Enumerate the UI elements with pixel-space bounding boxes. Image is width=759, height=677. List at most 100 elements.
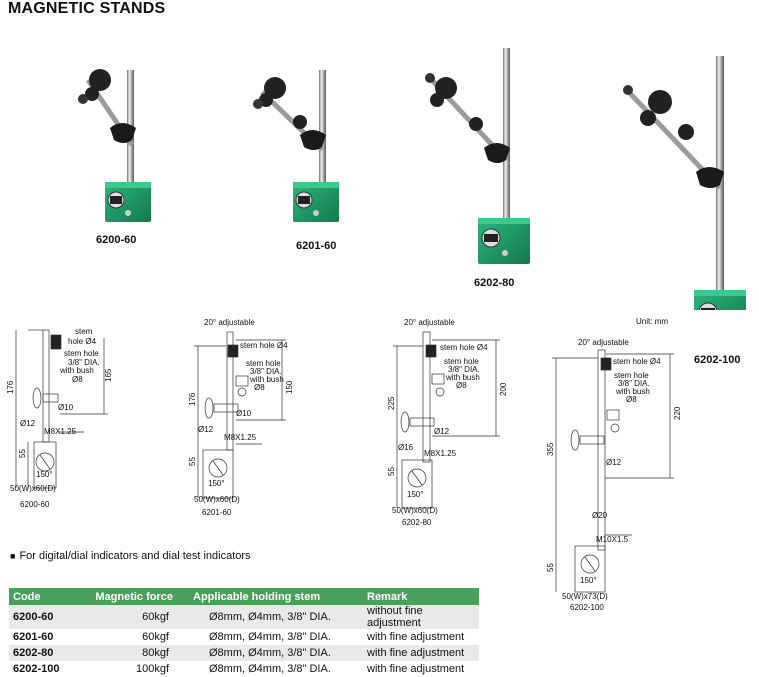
d4-stem-dia-label: 3/8" DIA.	[618, 379, 650, 388]
bullet-icon: ■	[10, 551, 16, 561]
cell-stem: Ø8mm, Ø4mm, 3/8" DIA.	[179, 605, 363, 629]
stand-photo-6200-60	[78, 69, 151, 222]
drawing-6202-100	[552, 349, 674, 593]
d3-adjust-label: 20° adjustable	[404, 318, 455, 327]
usage-note: ■For digital/dial indicators and dial te…	[10, 550, 251, 562]
d4-stem-label: stem hole Ø4	[613, 357, 661, 366]
d4-adjust-label: 20° adjustable	[578, 338, 629, 347]
spec-table: Code Magnetic force Applicable holding s…	[9, 588, 479, 677]
cell-code: 6201-60	[9, 629, 75, 645]
drawing-6200-60	[15, 329, 108, 489]
stand-photo-6202-100	[623, 56, 746, 310]
d2-angle-label: 150°	[208, 479, 225, 488]
cell-remark: with fine adjustment	[363, 645, 479, 661]
photo-label-6202-80: 6202-80	[474, 277, 515, 289]
d1-stem-label: stem	[75, 327, 93, 336]
d2-bush-dia-label: Ø8	[254, 383, 265, 392]
table-row: 6202-80 80kgf Ø8mm, Ø4mm, 3/8" DIA. with…	[9, 645, 479, 661]
photo-label-6202-100: 6202-100	[694, 354, 741, 366]
d1-code-label: 6200-60	[20, 500, 50, 509]
cell-force: 60kgf	[75, 629, 179, 645]
d3-stem-dia-label: 3/8" DIA.	[448, 365, 480, 374]
cell-stem: Ø8mm, Ø4mm, 3/8" DIA.	[179, 661, 363, 677]
d4-angle-label: 150°	[580, 576, 597, 585]
cell-remark: with fine adjustment	[363, 629, 479, 645]
cell-remark: without fine adjustment	[363, 605, 479, 629]
d2-arm-height: 150	[285, 380, 294, 394]
d2-base-height: 55	[188, 457, 197, 466]
d2-rod-dia-label: Ø10	[236, 409, 252, 418]
d2-total-height: 176	[188, 392, 197, 406]
photo-label-6201-60: 6201-60	[296, 240, 337, 252]
d1-bush-label: with bush	[59, 366, 94, 375]
d4-bush-label: with bush	[615, 387, 650, 396]
drawing-6201-60	[194, 331, 286, 499]
d1-total-height: 176	[6, 380, 15, 394]
cell-code: 6202-100	[9, 661, 75, 677]
d4-post-dia-label: Ø20	[592, 511, 608, 520]
cell-force: 100kgf	[75, 661, 179, 677]
d4-stem-hole2-label: stem hole	[614, 371, 649, 380]
stand-photo-6201-60	[253, 70, 339, 222]
d4-code-label: 6202-100	[570, 603, 604, 610]
d2-bush-label: with bush	[249, 375, 284, 384]
d4-thread-label: M10X1.5	[596, 535, 629, 544]
d1-stem-hole2-label: stem hole	[64, 349, 99, 358]
d2-post-dia-label: Ø12	[198, 425, 214, 434]
photo-label-6200-60: 6200-60	[96, 234, 137, 246]
table-header-row: Code Magnetic force Applicable holding s…	[9, 588, 479, 605]
d3-stem-label: stem hole Ø4	[440, 343, 488, 352]
table-row: 6201-60 60kgf Ø8mm, Ø4mm, 3/8" DIA. with…	[9, 629, 479, 645]
cell-stem: Ø8mm, Ø4mm, 3/8" DIA.	[179, 629, 363, 645]
d3-bush-dia-label: Ø8	[456, 381, 467, 390]
d1-rod-dia-label: Ø10	[58, 403, 74, 412]
d3-post-dia-label: Ø16	[398, 443, 414, 452]
table-row: 6200-60 60kgf Ø8mm, Ø4mm, 3/8" DIA. with…	[9, 605, 479, 629]
d4-arm-height: 220	[673, 406, 682, 420]
usage-note-text: For digital/dial indicators and dial tes…	[19, 550, 251, 562]
product-photos	[78, 48, 746, 310]
d3-code-label: 6202-80	[402, 518, 432, 527]
d1-angle-label: 150°	[36, 470, 53, 479]
d3-bush-label: with bush	[445, 373, 480, 382]
d1-thread-label: M8X1.25	[44, 427, 77, 436]
cell-stem: Ø8mm, Ø4mm, 3/8" DIA.	[179, 645, 363, 661]
d4-rod-dia-label: Ø12	[606, 458, 622, 467]
d3-rod-dia-label: Ø12	[434, 427, 450, 436]
d2-thread-label: M8X1.25	[224, 433, 257, 442]
d3-base-height: 55	[387, 467, 396, 476]
col-header-code: Code	[9, 588, 75, 605]
d3-total-height: 225	[387, 396, 396, 410]
d4-base-label: 50(W)x73(D)	[562, 592, 608, 601]
d2-stem-label: stem hole Ø4	[240, 341, 288, 350]
d4-bush-dia-label: Ø8	[626, 395, 637, 404]
table-row: 6202-100 100kgf Ø8mm, Ø4mm, 3/8" DIA. wi…	[9, 661, 479, 677]
d2-adjust-label: 20° adjustable	[204, 318, 255, 327]
cell-code: 6202-80	[9, 645, 75, 661]
d1-stem-hole-label: hole Ø4	[68, 337, 97, 346]
d1-base-label: 50(W)x60(D)	[10, 484, 56, 493]
drawing-6202-80	[393, 331, 500, 509]
d3-thread-label: M8X1.25	[424, 449, 457, 458]
d4-base-height: 55	[546, 563, 555, 572]
d1-base-height: 55	[18, 449, 27, 458]
col-header-force: Magnetic force	[75, 588, 179, 605]
technical-drawings: Unit: mm stem hole Ø4 stem hole 3/8" DIA…	[6, 317, 682, 610]
d1-post-dia-label: Ø12	[20, 419, 36, 428]
d1-stem-dia-label: 3/8" DIA.	[68, 358, 100, 367]
d3-angle-label: 150°	[407, 490, 424, 499]
d2-stem-hole2-label: stem hole	[246, 359, 281, 368]
stand-photo-6202-80	[425, 48, 530, 264]
page-title: MAGNETIC STANDS	[8, 0, 166, 17]
d2-code-label: 6201-60	[202, 508, 232, 517]
d3-base-label: 50(W)x60(D)	[392, 506, 438, 515]
cell-force: 80kgf	[75, 645, 179, 661]
d1-arm-height: 165	[104, 368, 113, 382]
col-header-stem: Applicable holding stem	[179, 588, 363, 605]
d3-arm-height: 200	[499, 382, 508, 396]
d2-base-label: 50(W)x60(D)	[194, 495, 240, 504]
d1-bush-dia-label: Ø8	[72, 375, 83, 384]
cell-remark: with fine adjustment	[363, 661, 479, 677]
unit-note: Unit: mm	[636, 317, 668, 326]
cell-force: 60kgf	[75, 605, 179, 629]
